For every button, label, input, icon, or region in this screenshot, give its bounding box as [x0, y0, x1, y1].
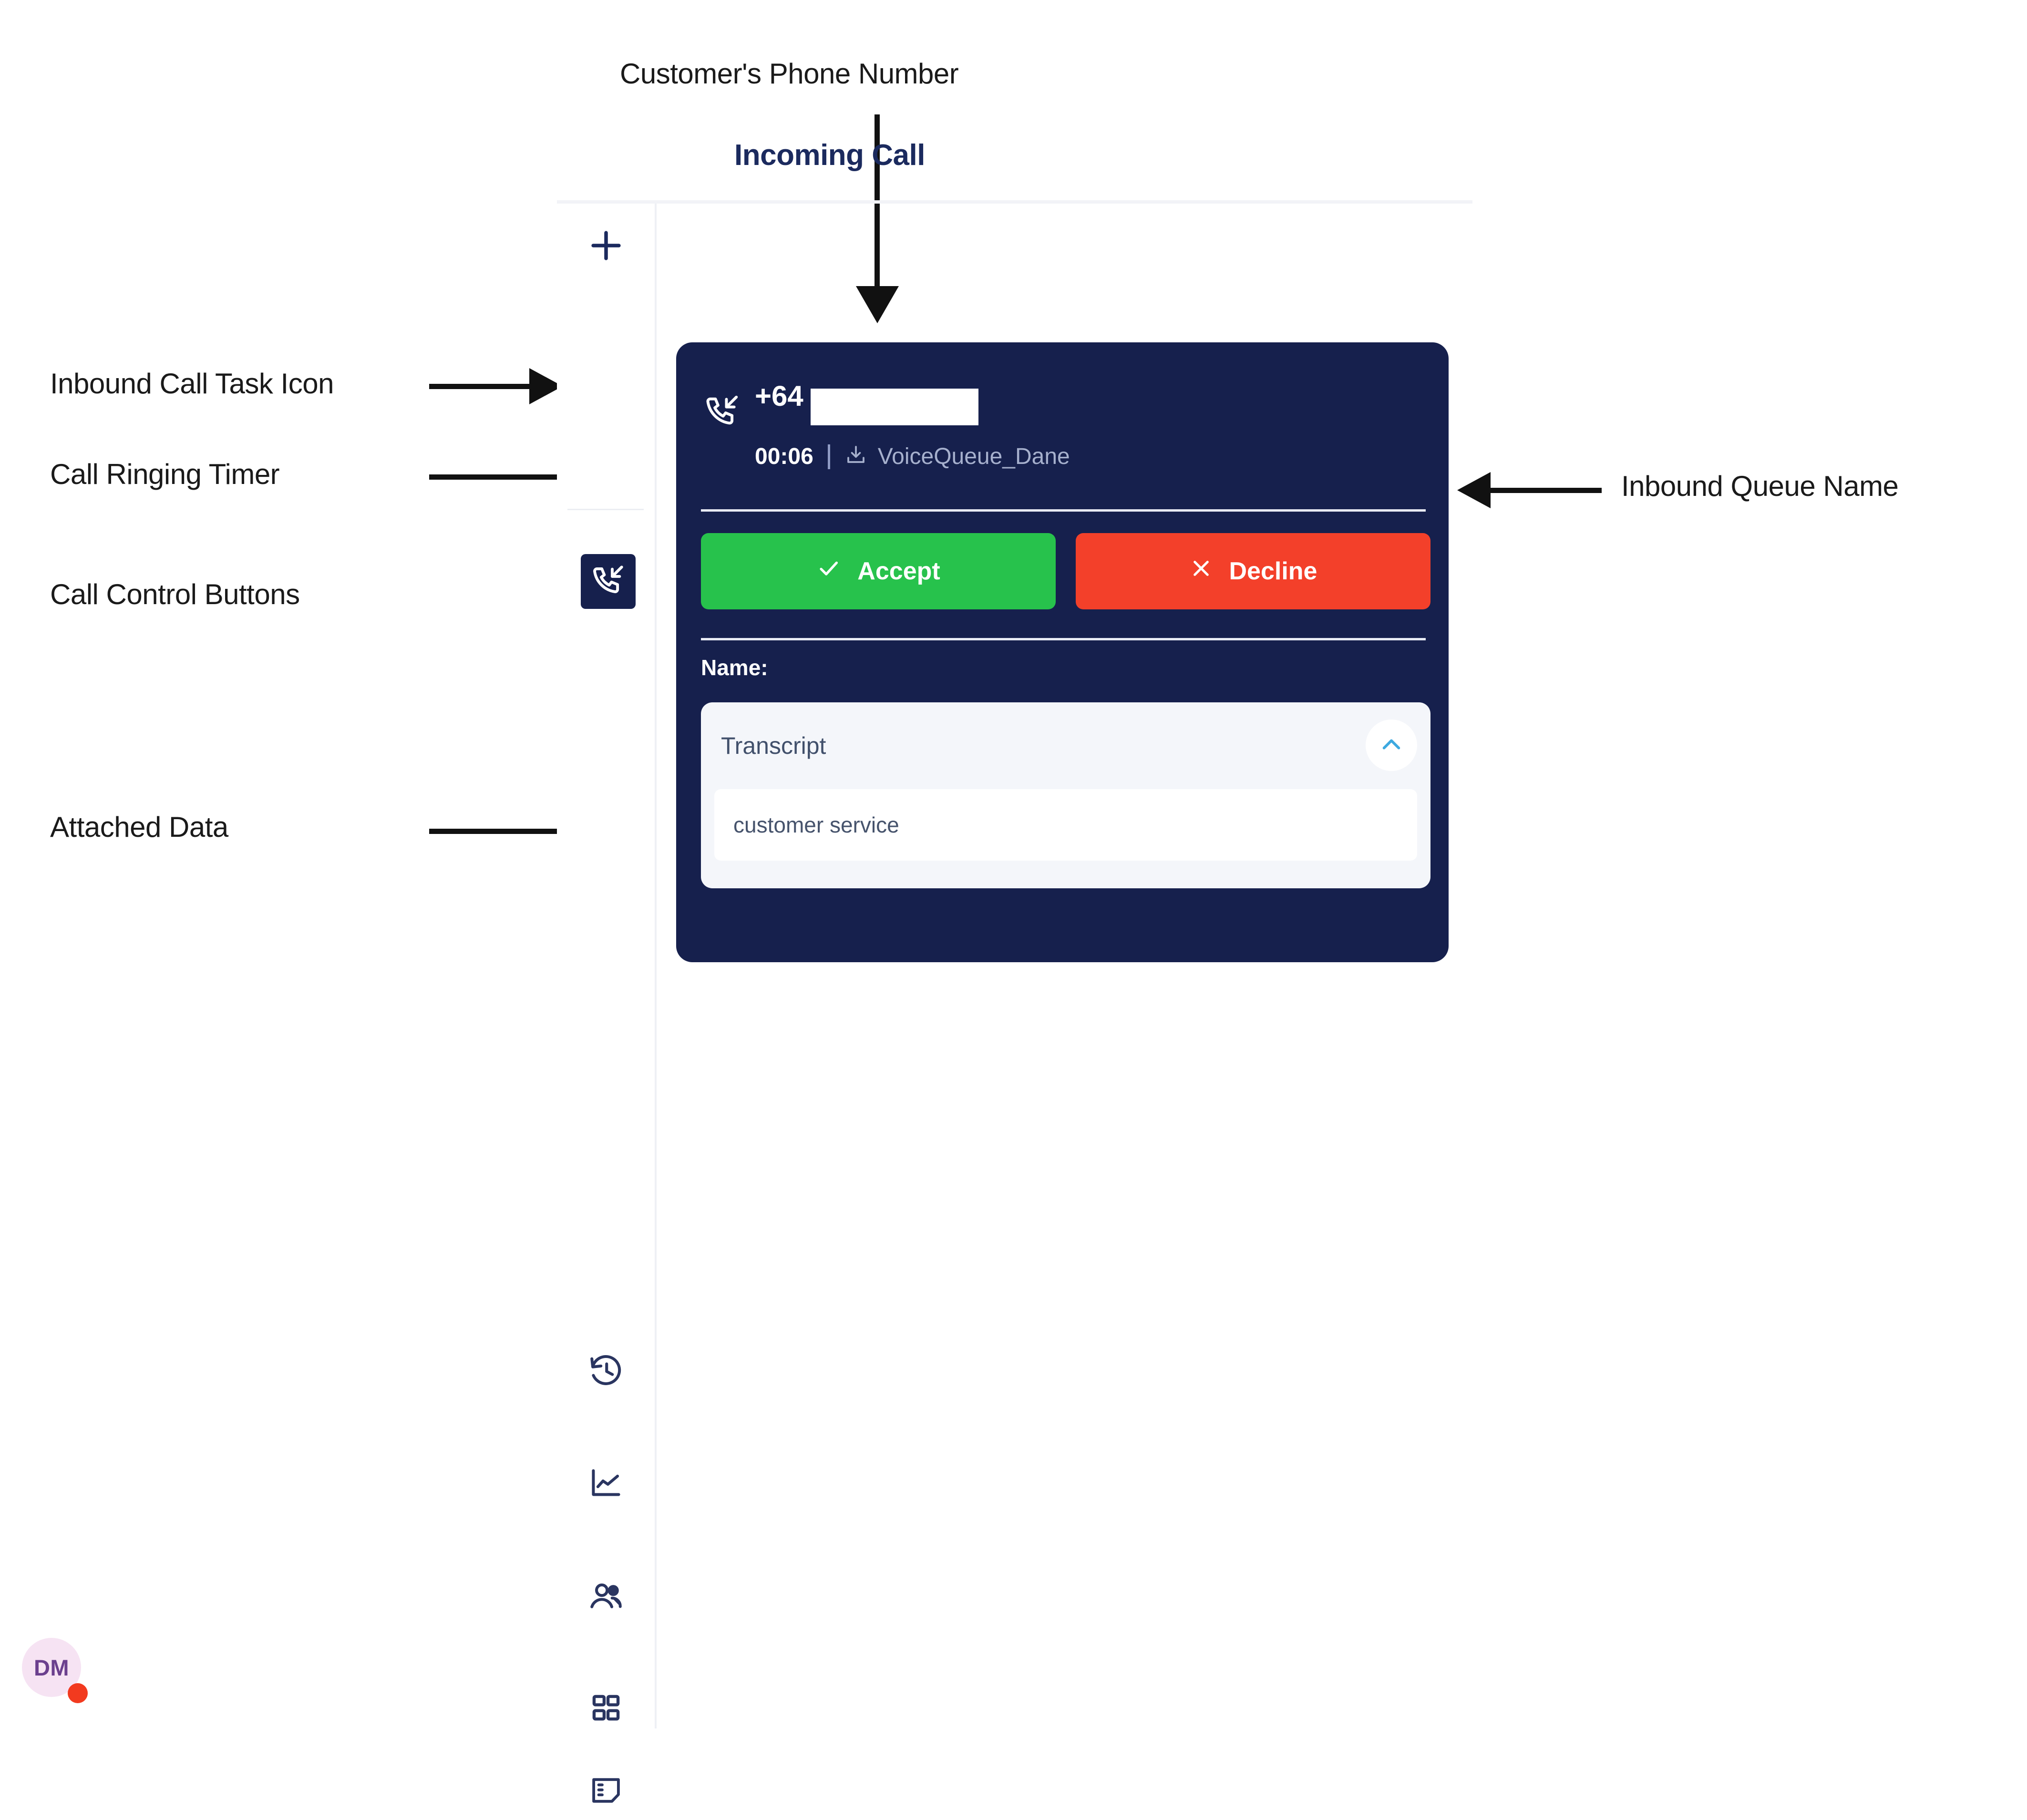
annotation-label-inbound-call-task-icon: Inbound Call Task Icon	[50, 368, 334, 400]
call-control-buttons: Accept Decline	[701, 533, 1430, 609]
history-clock-icon	[588, 1353, 624, 1391]
sidebar-item-history[interactable]	[557, 1343, 655, 1400]
avatar-status-badge	[68, 1683, 88, 1703]
transcript-title: Transcript	[721, 732, 826, 759]
transcript-panel: Transcript customer service	[701, 702, 1430, 888]
sidebar-item-insights[interactable]	[557, 1456, 655, 1513]
accept-button[interactable]: Accept	[701, 533, 1056, 609]
sidebar-divider	[567, 509, 644, 510]
annotation-arrow-inbound-queue-name-shaft	[1490, 488, 1602, 493]
card-divider-top	[701, 509, 1426, 512]
call-ringing-timer: 00:06	[755, 444, 813, 469]
annotation-label-call-control-buttons: Call Control Buttons	[50, 578, 300, 610]
transcript-collapse-button[interactable]	[1366, 720, 1417, 771]
page-title: Incoming Call	[734, 139, 925, 172]
decline-button-label: Decline	[1229, 557, 1317, 585]
sidebar-item-apps[interactable]	[557, 1681, 655, 1738]
close-x-icon	[1189, 556, 1213, 586]
phone-number-redaction-box	[811, 389, 978, 425]
grid-apps-icon	[589, 1692, 623, 1727]
sidebar-item-inbound-call-task[interactable]	[581, 554, 636, 609]
annotation-label-customer-phone-number: Customer's Phone Number	[620, 58, 959, 90]
annotation-arrow-call-ringing-timer-shaft	[429, 474, 610, 480]
annotation-label-attached-data: Attached Data	[50, 811, 228, 843]
customer-phone-number: +64	[755, 380, 803, 412]
incoming-call-card: +64 00:06 VoiceQueue_Dane Accept	[676, 342, 1449, 962]
transcript-value: customer service	[733, 812, 899, 837]
plus-icon	[586, 225, 627, 268]
annotation-label-inbound-queue-name: Inbound Queue Name	[1621, 470, 1899, 502]
annotation-arrow-inbound-call-task-icon-shaft	[429, 384, 539, 389]
inbound-queue-name: VoiceQueue_Dane	[877, 444, 1070, 469]
download-inbox-icon	[844, 444, 867, 469]
line-chart-icon	[588, 1465, 624, 1504]
annotation-arrow-inbound-queue-name-head	[1457, 472, 1491, 508]
card-divider-bottom	[701, 638, 1426, 640]
notes-icon	[588, 1773, 624, 1810]
annotation-label-call-ringing-timer: Call Ringing Timer	[50, 458, 280, 490]
call-meta-row: 00:06 VoiceQueue_Dane	[755, 443, 1070, 470]
sidebar-item-notes[interactable]	[557, 1763, 655, 1820]
sidebar-item-contacts[interactable]	[557, 1569, 655, 1626]
people-icon	[588, 1579, 624, 1617]
sidebar	[557, 204, 657, 1803]
check-icon	[816, 556, 841, 587]
meta-separator	[827, 444, 830, 469]
inbound-call-icon	[591, 563, 626, 600]
annotation-arrow-customer-phone-number-head	[856, 286, 899, 323]
attached-data-name-label: Name:	[701, 655, 768, 680]
inbound-call-icon	[704, 392, 741, 432]
annotation-arrow-customer-phone-number-shaft	[875, 114, 880, 315]
window-top-divider	[557, 200, 1472, 204]
transcript-value-box[interactable]: customer service	[714, 789, 1417, 861]
accept-button-label: Accept	[857, 557, 940, 585]
chevron-up-icon	[1378, 730, 1405, 761]
sidebar-item-add[interactable]	[557, 218, 655, 275]
decline-button[interactable]: Decline	[1076, 533, 1430, 609]
annotation-arrow-attached-data-shaft	[429, 829, 610, 834]
